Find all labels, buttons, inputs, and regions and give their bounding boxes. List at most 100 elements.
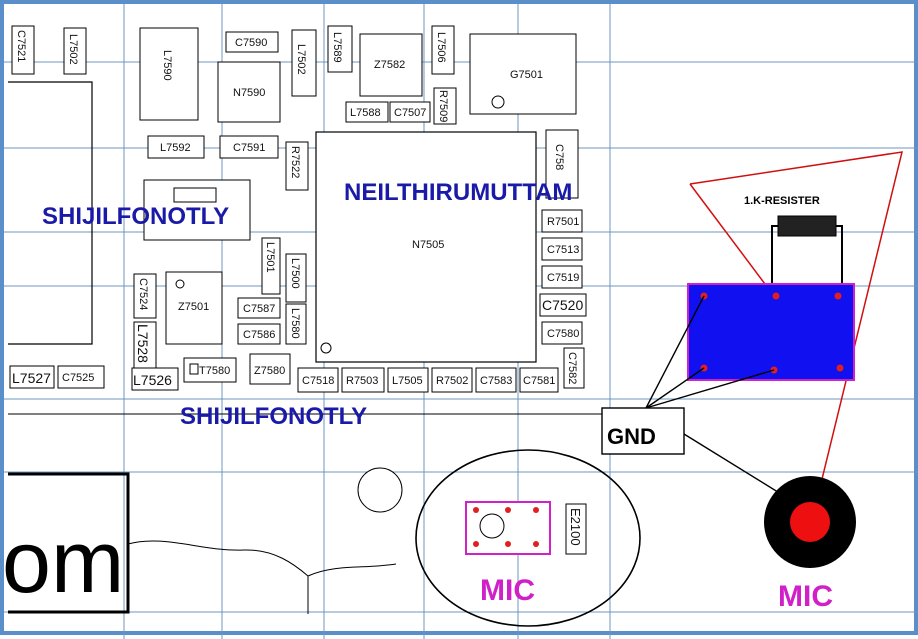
component-c7580 (541, 321, 583, 345)
component-c7582 (563, 347, 585, 389)
label-c7590: C7590 (235, 37, 267, 49)
component-r7509 (433, 87, 457, 125)
label-e2100: E2100 (568, 508, 583, 546)
label-l7526: L7526 (133, 372, 172, 388)
component-z7580 (249, 353, 291, 385)
label-c7513: C7513 (547, 244, 579, 256)
label-c7587: C7587 (243, 303, 275, 315)
component-c758 (545, 129, 579, 199)
component-c7519 (541, 265, 583, 289)
label-g7501: G7501 (510, 69, 543, 81)
mic-label-left: MIC (480, 574, 535, 607)
label-c758: C758 (553, 144, 565, 170)
mic-port (479, 513, 505, 539)
n7505-mark (320, 342, 332, 354)
label-r7509: R7509 (437, 90, 449, 122)
label-l7592: L7592 (160, 142, 191, 154)
component-n7505 (315, 131, 537, 363)
z7501-mark (175, 279, 185, 289)
component-r7502 (431, 367, 473, 393)
watermark-text-1: SHIJILFONOTLY (42, 203, 229, 230)
component-l7527 (9, 365, 55, 389)
component-l7502 (291, 29, 317, 97)
board-edge-curve-2 (307, 563, 397, 577)
component-g7501 (469, 33, 577, 115)
component-c7525 (57, 365, 105, 389)
blue-module (687, 283, 855, 381)
mic-pads (473, 507, 539, 547)
label-c7521: C7521 (15, 30, 27, 62)
component-r7522 (285, 141, 309, 191)
component-c7591 (219, 135, 279, 159)
component-l7501 (261, 237, 281, 295)
gnd-box (601, 407, 685, 455)
label-c7520: C7520 (542, 297, 583, 313)
component-e2100 (565, 503, 587, 555)
resistor-body (777, 215, 837, 237)
watermark-text-2: SHIJILFONOTLY (180, 403, 367, 430)
component-c7521 (11, 25, 35, 75)
pcb-diagram: C7521 L7502 L7590 C7590 N7590 L7502 L758… (4, 4, 918, 639)
mic-area-ellipse (415, 449, 641, 627)
label-l7590: L7590 (161, 50, 173, 81)
red-wire-to-module (689, 183, 775, 297)
label-c7580: C7580 (547, 328, 579, 340)
t7580-pad (189, 363, 199, 375)
label-z7501: Z7501 (178, 301, 209, 313)
label-l7500: L7500 (289, 258, 301, 289)
label-r7502: R7502 (436, 375, 468, 387)
component-block-a-pad (173, 187, 217, 203)
component-l7590 (139, 27, 199, 121)
component-c7583 (475, 367, 517, 393)
label-r7522: R7522 (289, 146, 301, 178)
component-c7586 (237, 323, 281, 345)
component-l7502s (63, 27, 87, 75)
label-t7580: T7580 (199, 365, 230, 377)
red-wire-loop (689, 151, 903, 521)
label-l7528: L7528 (135, 324, 151, 363)
label-l7502s: L7502 (67, 34, 79, 65)
resistor-lead-left (771, 225, 778, 294)
component-l7505 (387, 367, 429, 393)
label-c7519: C7519 (547, 272, 579, 284)
label-c7582: C7582 (566, 352, 578, 384)
author-text: NEILTHIRUMUTTAM (344, 179, 572, 206)
mic-label-right: MIC (778, 580, 833, 613)
component-r7501 (541, 209, 583, 233)
label-c7525: C7525 (62, 372, 94, 384)
component-r7503 (341, 367, 385, 393)
component-c7507 (389, 101, 431, 123)
component-l7526 (131, 367, 179, 391)
component-l7580 (285, 303, 307, 345)
label-l7527: L7527 (12, 370, 51, 386)
label-c7507: C7507 (394, 107, 426, 119)
label-c7586: C7586 (243, 329, 275, 341)
board-edge-curve (127, 540, 309, 614)
label-l7506: L7506 (435, 32, 447, 63)
label-l7505: L7505 (392, 375, 423, 387)
component-l7500 (285, 253, 307, 303)
component-c7513 (541, 237, 583, 261)
resistor-lead-right (836, 225, 843, 294)
bottom-left-box (8, 472, 130, 614)
mounting-hole (357, 467, 403, 513)
module-pads (700, 292, 844, 374)
external-mic-center (790, 502, 830, 542)
label-c7583: C7583 (480, 375, 512, 387)
component-l7589 (327, 25, 353, 73)
label-z7580: Z7580 (254, 365, 285, 377)
component-l7588 (345, 101, 389, 123)
label-c7518: C7518 (302, 375, 334, 387)
board-outline-left (8, 81, 93, 345)
component-c7581 (519, 367, 559, 393)
label-c7581: C7581 (523, 375, 555, 387)
label-c7524: C7524 (137, 278, 149, 310)
gnd-label: GND (607, 424, 656, 449)
label-r7503: R7503 (346, 375, 378, 387)
component-c7520 (539, 293, 587, 317)
component-c7587 (237, 297, 281, 319)
label-c7591: C7591 (233, 142, 265, 154)
component-z7501 (165, 271, 223, 345)
partial-text: om (4, 512, 124, 611)
